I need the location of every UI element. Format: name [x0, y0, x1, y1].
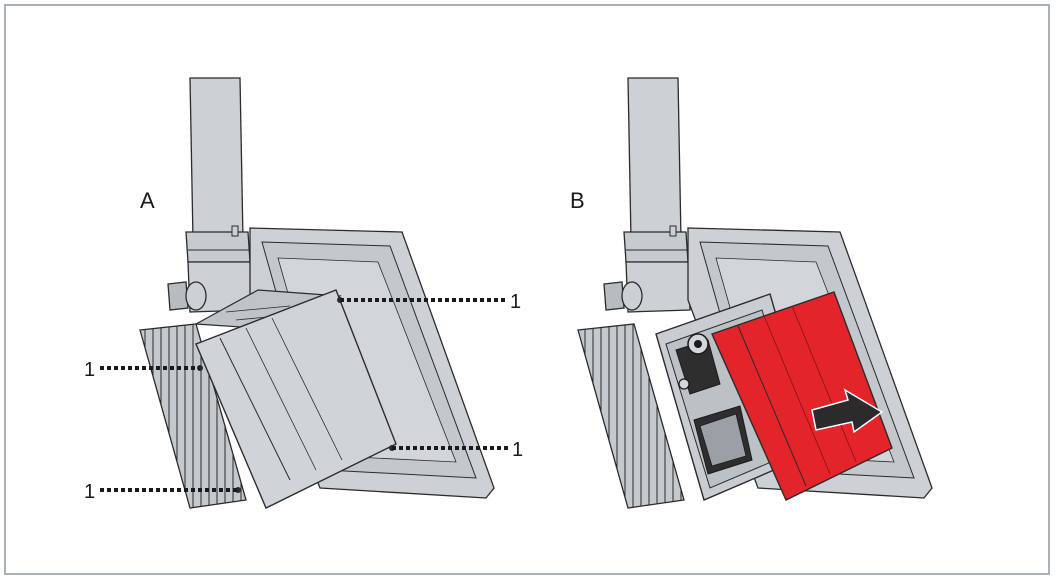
panel-a: A 1 1 1 1	[84, 77, 523, 509]
heat-sink-b	[577, 323, 685, 509]
housing-cover-removed	[711, 291, 893, 501]
callout-label-right-lower: 1	[512, 439, 523, 461]
panel-b: B	[570, 77, 933, 509]
panel-label-b: B	[570, 188, 585, 213]
panel-label-a: A	[140, 188, 155, 213]
internal-drive-module	[693, 405, 753, 475]
internal-fan-bracket	[675, 333, 721, 395]
housing-cover-closed	[195, 289, 397, 509]
pole-clamp	[167, 225, 253, 313]
mounting-pole-b	[627, 77, 682, 241]
pole-clamp-b	[603, 225, 691, 313]
mounting-pole	[189, 77, 244, 241]
callout-label-left-lower: 1	[84, 481, 95, 503]
callout-label-top-right: 1	[510, 291, 521, 313]
arrow-right-icon	[811, 388, 884, 434]
callout-label-left-upper: 1	[84, 359, 95, 381]
